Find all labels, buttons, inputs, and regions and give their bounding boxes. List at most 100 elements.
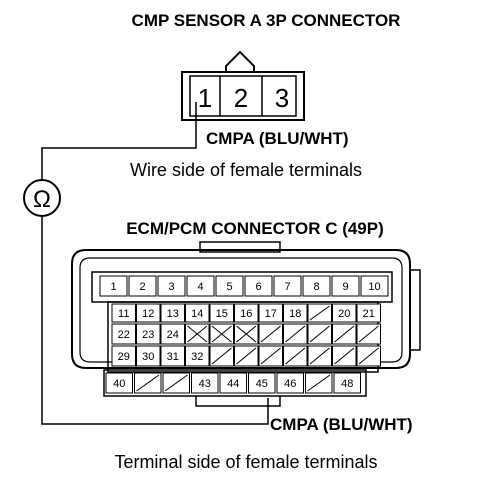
ecm-pin-6-label: 6	[255, 281, 261, 293]
ecm-pin-r4-9-unused-mark	[334, 347, 355, 365]
ecm-pin-43-cell	[191, 372, 219, 394]
ecm-pin-30-cell	[136, 345, 161, 367]
cmp-side-label: Wire side of female terminals	[130, 160, 362, 180]
ecm-pin-r3-4-cross-mark	[211, 325, 232, 343]
ecm-pin-r5-1-unused-mark	[136, 374, 160, 392]
ecm-pin-31-cell	[160, 345, 185, 367]
ecm-pin-12-label: 12	[142, 308, 154, 320]
ecm-pin-12-cell	[136, 303, 161, 323]
ecm-pin-11-cell	[111, 303, 136, 323]
ecm-pin-3-label: 3	[168, 281, 174, 293]
ecm-pin-20-label: 20	[338, 308, 350, 320]
ecm-pin-22-label: 22	[118, 329, 130, 341]
ecm-pin-24-label: 24	[167, 329, 179, 341]
ecm-pin-4-label: 4	[197, 281, 203, 293]
ecm-pin-9-cell	[331, 275, 360, 297]
ecm-pin-1-label: 1	[110, 281, 116, 293]
ecm-pin-r4-6-unused-mark	[260, 347, 281, 365]
ecm-pin-21-cell	[356, 303, 381, 323]
ecm-pin-7-cell	[273, 275, 302, 297]
ecm-connector-title: ECM/PCM CONNECTOR C (49P)	[126, 219, 384, 238]
ecm-pin-20-cell	[332, 303, 357, 323]
ecm-pin-18-label: 18	[289, 308, 301, 320]
ecm-pin-r3-3-cross-mark	[187, 325, 208, 343]
ecm-pin-43-label: 43	[199, 378, 211, 390]
ecm-pin-32-cell	[185, 345, 210, 367]
ecm-pin-9-label: 9	[342, 281, 348, 293]
ecm-pin-32-label: 32	[191, 351, 203, 363]
ecm-pin-13-cell	[160, 303, 185, 323]
ecm-side-label: Terminal side of female terminals	[114, 452, 377, 472]
ecm-pin-r5-7-unused-mark	[307, 374, 331, 392]
ecm-pin-16-label: 16	[240, 308, 252, 320]
ecm-pin-r3-9-unused-mark	[334, 325, 355, 343]
ecm-pin-r3-6-unused-mark	[260, 325, 281, 343]
ecm-pin-48-label: 48	[341, 378, 353, 390]
ecm-pin-10-label: 10	[368, 281, 380, 293]
cmp-pin-3: 3	[275, 83, 289, 113]
ecm-pin-46-label: 46	[284, 378, 296, 390]
ecm-pin-2-label: 2	[139, 281, 145, 293]
ecm-pin-21-label: 21	[363, 308, 375, 320]
ecm-pin-24-cell	[160, 323, 185, 345]
ecm-pin-r3-5-cross-mark	[236, 325, 257, 343]
ecm-pin-2-cell	[128, 275, 157, 297]
ecm-pin-40-label: 40	[113, 378, 125, 390]
test-leads	[41, 102, 269, 425]
ecm-pin-18-cell	[283, 303, 308, 323]
ecm-pin-29-label: 29	[118, 351, 130, 363]
ecm-pin-44-cell	[219, 372, 247, 394]
ecm-wire-label: CMPA (BLU/WHT)	[270, 415, 413, 434]
ecm-pin-45-label: 45	[256, 378, 268, 390]
ecm-pin-17-cell	[258, 303, 283, 323]
ecm-pin-15-cell	[209, 303, 234, 323]
ecm-pin-22-cell	[111, 323, 136, 345]
ecm-pin-23-cell	[136, 323, 161, 345]
ecm-pin-30-label: 30	[142, 351, 154, 363]
ecm-pin-13-label: 13	[167, 308, 179, 320]
ecm-pin-r3-10-unused-mark	[358, 325, 379, 343]
ohmmeter	[23, 179, 61, 217]
ecm-pin-48-cell	[333, 372, 361, 394]
ecm-pin-8-label: 8	[313, 281, 319, 293]
ecm-pin-7-label: 7	[284, 281, 290, 293]
ecm-pin-16-cell	[234, 303, 259, 323]
ecm-pin-r4-4-unused-mark	[211, 347, 232, 365]
ecm-pin-40-cell	[105, 372, 133, 394]
ecm-pin-46-cell	[276, 372, 304, 394]
ecm-pin-23-label: 23	[142, 329, 154, 341]
ecm-pin-10-cell	[360, 275, 389, 297]
ecm-pin-r4-10-unused-mark	[358, 347, 379, 365]
ecm-pin-1-cell	[99, 275, 128, 297]
ecm-pin-5-cell	[215, 275, 244, 297]
cmp-pin-1: 1	[198, 83, 212, 113]
ohm-icon: Ω	[33, 186, 51, 213]
ecm-pin-8-cell	[302, 275, 331, 297]
ecm-pin-11-label: 11	[118, 308, 129, 320]
ecm-pin-17-label: 17	[265, 308, 277, 320]
ecm-pin-r4-8-unused-mark	[309, 347, 330, 365]
ecm-pin-r3-7-unused-mark	[285, 325, 306, 343]
ecm-pin-6-cell	[244, 275, 273, 297]
ecm-pin-r3-8-unused-mark	[309, 325, 330, 343]
cmp-connector-title: CMP SENSOR A 3P CONNECTOR	[132, 11, 401, 30]
ecm-pin-29-cell	[111, 345, 136, 367]
ecm-connector-body	[71, 241, 421, 407]
cmp-connector	[181, 50, 305, 121]
cmp-pin-2: 2	[234, 83, 248, 113]
ecm-pin-14-cell	[185, 303, 210, 323]
ecm-pin-5-label: 5	[226, 281, 232, 293]
cmp-wire-label: CMPA (BLU/WHT)	[206, 129, 349, 148]
ecm-pin-45-cell	[248, 372, 276, 394]
ecm-pin-r2-8-unused-mark	[309, 305, 330, 321]
ecm-pin-r4-7-unused-mark	[285, 347, 306, 365]
ecm-pin-r5-2-unused-mark	[164, 374, 188, 392]
ecm-pin-14-label: 14	[191, 308, 203, 320]
ecm-pin-3-cell	[157, 275, 186, 297]
ecm-pin-31-label: 31	[167, 351, 179, 363]
ecm-pin-44-label: 44	[227, 378, 239, 390]
ecm-pin-4-cell	[186, 275, 215, 297]
ecm-pin-r4-5-unused-mark	[236, 347, 257, 365]
